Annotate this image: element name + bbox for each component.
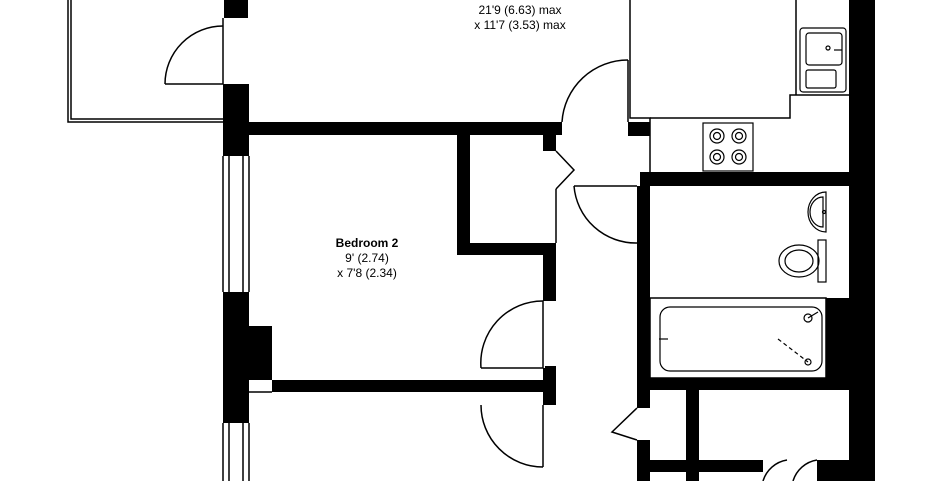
living-room-outline — [67, 0, 223, 123]
wall-bath-right — [826, 298, 849, 390]
wall-lower-right — [817, 460, 849, 481]
door-bed2-swing — [480, 300, 544, 369]
toilet-icon — [778, 239, 827, 283]
doors — [164, 18, 818, 481]
living-room-dimension-2: x 11'7 (3.53) max — [474, 18, 566, 32]
door-lower-right-swing-2 — [792, 459, 818, 481]
bath-outline — [649, 297, 827, 379]
wall-lower-mid — [686, 390, 699, 481]
kitchen-sink-icon — [799, 27, 847, 93]
wall-bed2-bottom — [272, 380, 556, 392]
fixtures — [659, 27, 847, 372]
door-living-swing — [164, 25, 224, 85]
basin-icon — [807, 191, 827, 233]
wall-left-upper — [223, 84, 249, 156]
hob-icon — [702, 122, 754, 172]
living-room-inner — [70, 0, 223, 120]
wall-living-bottom — [249, 122, 562, 135]
door-lower-right-swing — [762, 459, 788, 481]
walls — [223, 0, 875, 481]
bedroom-2-name: Bedroom 2 — [335, 236, 399, 250]
kitchen-worktop — [629, 0, 651, 172]
wall-closet-right — [543, 135, 556, 151]
wall-closet-left — [457, 135, 470, 255]
wall-lower-left-2 — [637, 440, 650, 481]
wall-lower-left — [637, 390, 650, 408]
wall-closet-bottom — [457, 243, 556, 255]
wall-bath-left-upper — [637, 186, 650, 386]
door-closet-fold — [555, 150, 576, 190]
outlines — [67, 0, 849, 481]
door-kitchen-swing — [561, 59, 629, 123]
kitchen-counter — [650, 94, 849, 119]
wall-left-pier — [223, 292, 249, 423]
bedroom-2-dimension-2: x 7'8 (2.34) — [337, 266, 397, 280]
door-bed1-swing — [480, 404, 544, 468]
door-bath-swing — [573, 185, 638, 244]
bedroom-2-label: Bedroom 2 9' (2.74) x 7'8 (2.34) — [267, 236, 467, 281]
wall-top-stub — [224, 0, 248, 18]
wall-kitchen-bottom — [640, 172, 849, 186]
living-room-label: 21'9 (6.63) max x 11'7 (3.53) max — [420, 3, 620, 33]
wall-door-stub-1 — [545, 366, 556, 394]
wall-right-exterior — [849, 0, 875, 481]
wall-lower-bottom — [650, 460, 686, 472]
wall-living-right-stub — [628, 122, 650, 136]
bedroom-2-dimension-1: 9' (2.74) — [345, 251, 389, 265]
wall-bath-bottom — [637, 378, 826, 390]
bath-tub-icon — [659, 306, 823, 372]
wall-hall-left-upper — [543, 255, 556, 301]
door-cupboard — [610, 407, 638, 441]
wall-left-pier-thick — [249, 326, 272, 380]
living-room-dimension-1: 21'9 (6.63) max — [478, 3, 562, 17]
wall-lower-bottom-2 — [699, 460, 763, 472]
